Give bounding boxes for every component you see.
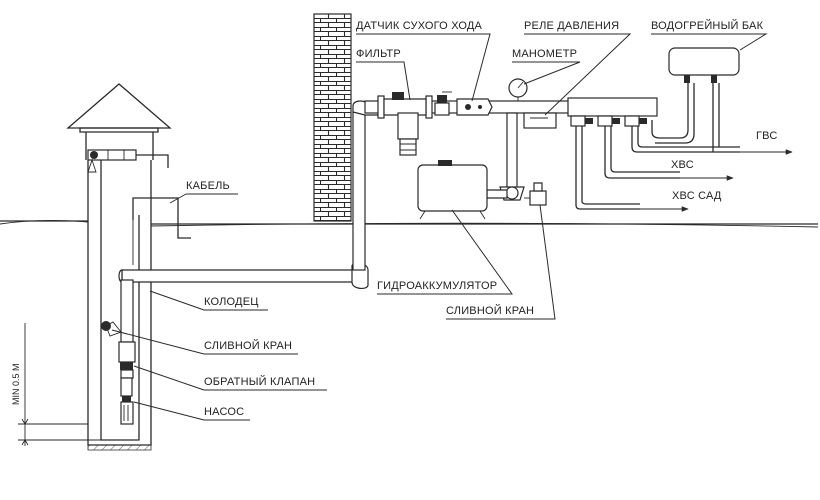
well-shaft xyxy=(87,160,152,451)
label-water-heater: ВОДОГРЕЙНЫЙ БАК xyxy=(651,19,764,32)
main-pipe xyxy=(364,95,571,119)
well-roof xyxy=(66,83,172,173)
label-manometer: МАНОМЕТР xyxy=(512,48,577,60)
cable xyxy=(132,197,191,265)
depth-dimension: MIN 0.5 M xyxy=(11,323,101,446)
label-pressure-relay: РЕЛЕ ДАВЛЕНИЯ xyxy=(524,20,619,32)
drain-valve-right xyxy=(524,182,547,206)
riser-pipe xyxy=(486,112,525,201)
label-cold-water: ХВС xyxy=(671,159,694,171)
brick-wall xyxy=(313,13,352,222)
water-heater-tank xyxy=(651,47,740,152)
labels: ДАТЧИК СУХОГО ХОДА ФИЛЬТР РЕЛЕ ДАВЛЕНИЯ … xyxy=(111,19,777,421)
manometer xyxy=(508,78,528,101)
manifold xyxy=(567,97,658,127)
label-accumulator: ГИДРОАККУМУЛЯТОР xyxy=(377,280,497,292)
label-well: КОЛОДЕЦ xyxy=(204,296,259,308)
dry-run-sensor xyxy=(456,98,493,116)
drop-pipe-assembly xyxy=(101,279,136,425)
label-drain-valve-right: СЛИВНОЙ КРАН xyxy=(446,304,534,317)
valve-cluster xyxy=(434,91,452,116)
label-dry-run-sensor: ДАТЧИК СУХОГО ХОДА xyxy=(356,20,483,32)
label-check-valve: ОБРАТНЫЙ КЛАПАН xyxy=(204,375,315,388)
label-min-depth: MIN 0.5 M xyxy=(11,363,21,405)
label-filter: ФИЛЬТР xyxy=(356,48,401,60)
ground xyxy=(0,219,819,228)
label-hot-water: ГВС xyxy=(756,130,777,142)
pressure-relay xyxy=(523,112,557,129)
label-pump: НАСОС xyxy=(204,406,244,418)
outlet-pipes xyxy=(575,126,793,212)
label-drain-valve-left: СЛИВНОЙ КРАН xyxy=(204,339,292,352)
label-cable: КАБЕЛЬ xyxy=(186,180,230,192)
filter xyxy=(392,92,419,156)
label-cold-water-garden: ХВС САД xyxy=(672,190,722,202)
